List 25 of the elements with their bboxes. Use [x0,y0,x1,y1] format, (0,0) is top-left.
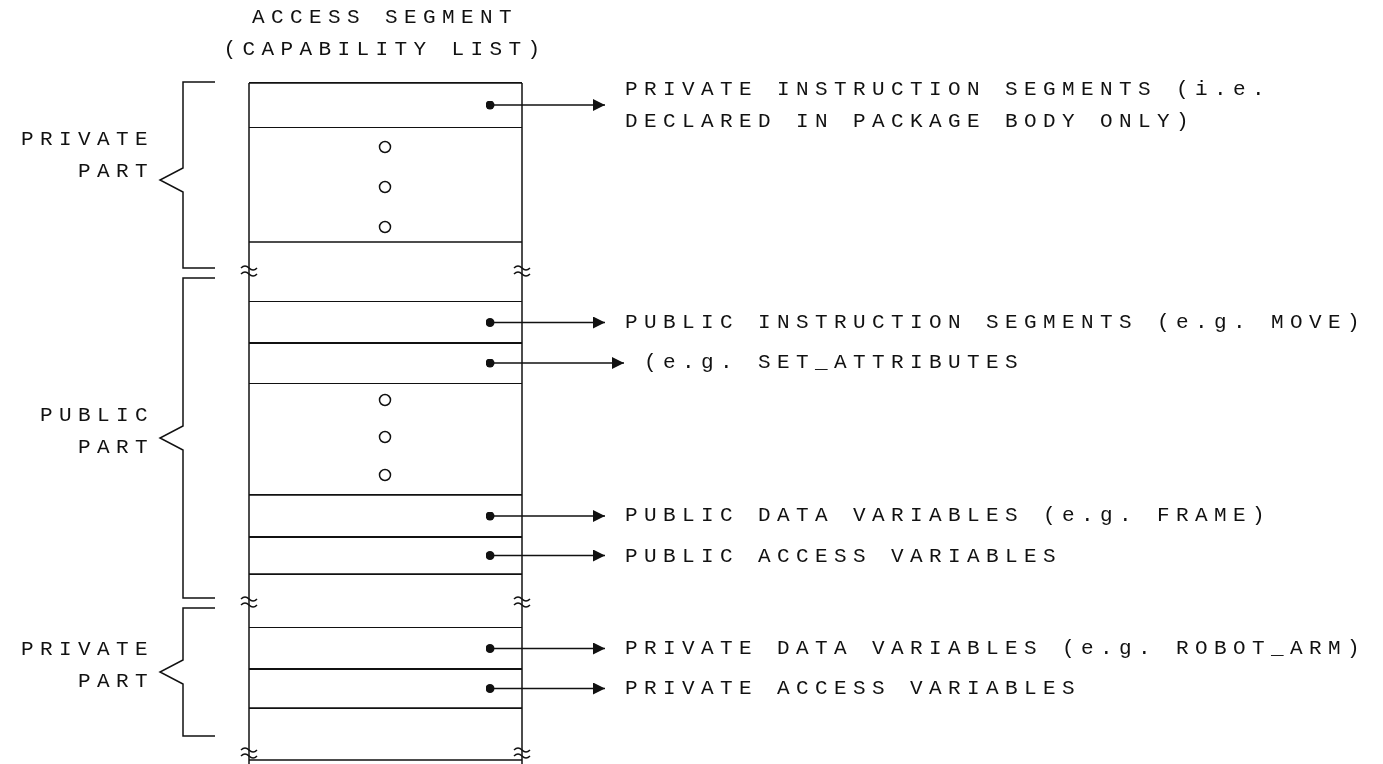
target-description: PUBLIC DATA VARIABLES (e.g. FRAME) [625,500,1365,532]
target-description: PRIVATE DATA VARIABLES (e.g. ROBOT_ARM) [625,633,1383,665]
capability-slot [249,536,522,575]
capability-slot [249,494,522,538]
target-description: PRIVATE ACCESS VARIABLES [625,673,1225,705]
arrow [485,682,606,695]
arrow [485,316,606,329]
arrow [485,99,606,111]
arrow [485,510,606,522]
arrow [485,549,606,562]
column-title: ACCESS SEGMENT (CAPABILITY LIST) [222,5,548,63]
target-description: PUBLIC INSTRUCTION SEGMENTS (e.g. MOVE) [625,307,1383,339]
arrow [485,357,625,369]
arrow [485,642,606,655]
target-description: PRIVATE INSTRUCTION SEGMENTS (i.e. DECLARED IN PACKAGE BODY ONLY) [625,74,1325,138]
capability-slot [249,627,522,670]
target-description: (e.g. SET_ATTRIBUTES [644,347,1144,379]
capability-slot [249,342,522,384]
brace-label: PUBLIC PART [39,403,154,461]
brace-label: PRIVATE PART [20,637,154,695]
capability-slot [249,82,522,128]
capability-slot [249,668,522,709]
capability-slot [249,301,522,344]
target-description: PUBLIC ACCESS VARIABLES [625,541,1225,573]
brace-label: PRIVATE PART [20,127,154,185]
